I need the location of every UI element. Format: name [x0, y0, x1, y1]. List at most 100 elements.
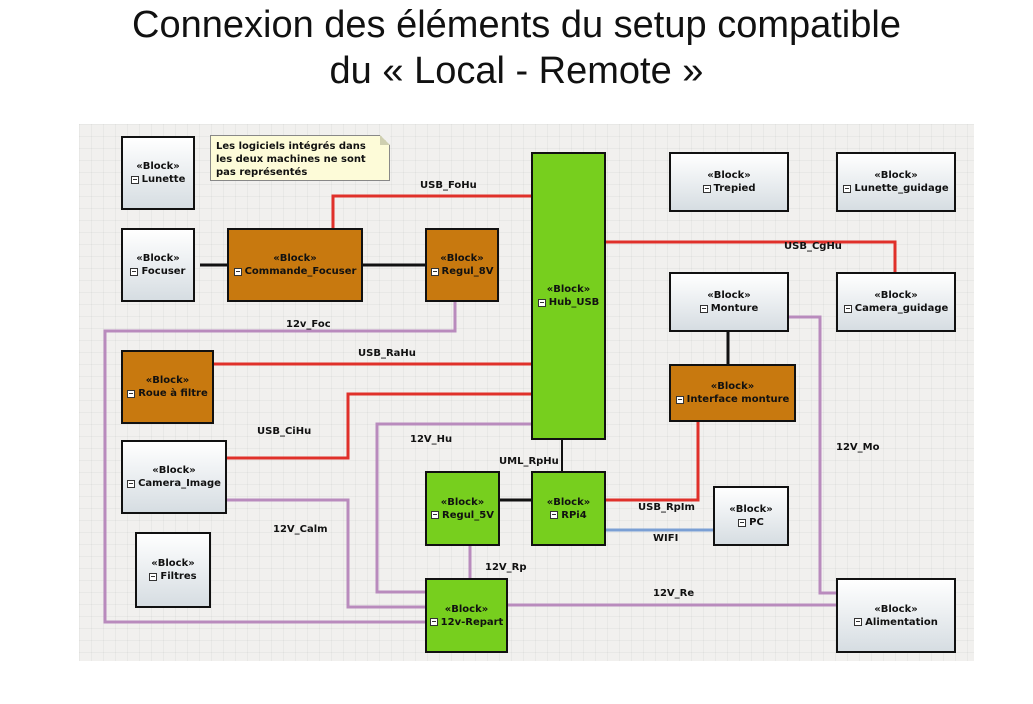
block-stereotype: «Block» — [710, 381, 755, 392]
wire-usb-fohu — [331, 194, 531, 228]
wire-12v-foc — [103, 302, 457, 624]
block-label: Focuser — [141, 266, 186, 277]
block-icon — [127, 389, 136, 398]
block-label: Camera_Image — [138, 478, 221, 489]
label-12v-hu: 12V_Hu — [410, 434, 453, 445]
block-label: Monture — [710, 303, 759, 314]
block-icon — [738, 518, 747, 527]
block-label: Interface monture — [686, 394, 790, 405]
note-text: Les logiciels intégrés dans les deux mac… — [216, 141, 366, 178]
block-label: 12v-Repart — [440, 616, 504, 628]
block-icon — [854, 618, 863, 626]
note-comment: Les logiciels intégrés dans les deux mac… — [210, 135, 390, 181]
block-icon — [429, 618, 438, 626]
label-usb-fohu: USB_FoHu — [420, 180, 477, 191]
block-interface-monture[interactable]: «Block» Interface monture — [669, 364, 796, 422]
block-camera-guidage[interactable]: «Block» Camera_guidage — [836, 272, 956, 332]
block-pc[interactable]: «Block» PC — [713, 486, 789, 546]
block-stereotype: «Block» — [136, 161, 180, 172]
block-stereotype: «Block» — [874, 290, 918, 301]
block-lunette-guidage[interactable]: «Block» Lunette_guidage — [836, 152, 956, 212]
label-usb-cghu: USB_CgHu — [784, 241, 842, 252]
block-label: Lunette_guidage — [854, 183, 949, 194]
connection-wires — [103, 194, 897, 624]
block-filtres[interactable]: «Block» Filtres — [135, 532, 211, 608]
block-stereotype: «Block» — [874, 603, 918, 615]
block-icon — [843, 304, 852, 313]
block-trepied[interactable]: «Block» Trepied — [669, 152, 789, 212]
block-camera-image[interactable]: «Block» Camera_Image — [121, 440, 227, 514]
block-icon — [537, 298, 546, 307]
block-stereotype: «Block» — [729, 504, 773, 515]
block-icon — [130, 267, 139, 276]
label-usb-rahu: USB_RaHu — [358, 348, 416, 359]
block-rpi4[interactable]: «Block» RPi4 — [531, 471, 606, 546]
block-icon — [699, 304, 708, 313]
block-regul-5v[interactable]: «Block» Regul_5V — [425, 471, 500, 546]
block-alimentation[interactable]: «Block» Alimentation — [836, 578, 956, 653]
block-stereotype: «Block» — [273, 253, 317, 264]
block-stereotype: «Block» — [546, 284, 591, 295]
label-12v-calm: 12V_Calm — [273, 524, 328, 535]
block-label: Hub_USB — [548, 297, 600, 308]
label-12v-foc: 12v_Foc — [286, 319, 331, 330]
block-icon — [843, 184, 852, 193]
block-label: PC — [749, 517, 764, 528]
wire-usb-cihu — [227, 392, 531, 460]
block-regul-8v[interactable]: «Block» Regul_8V — [425, 228, 499, 302]
title-line-1: Connexion des éléments du setup compatib… — [132, 4, 901, 46]
block-label: Trepied — [713, 183, 756, 194]
block-icon — [130, 175, 139, 184]
label-uml-rphu: UML_RpHu — [499, 456, 559, 467]
block-monture[interactable]: «Block» Monture — [669, 272, 789, 332]
block-label: Lunette — [141, 174, 186, 185]
wire-12v-hu — [375, 422, 531, 594]
block-stereotype: «Block» — [546, 496, 591, 508]
label-12v-mo: 12V_Mo — [836, 442, 880, 453]
block-icon — [127, 479, 136, 488]
block-icon — [675, 395, 684, 404]
block-icon — [233, 267, 242, 276]
block-roue-filtre[interactable]: «Block» Roue à filtre — [121, 350, 214, 424]
block-stereotype: «Block» — [874, 170, 918, 181]
block-icon — [702, 184, 711, 193]
block-commande-focuser[interactable]: «Block» Commande_Focuser — [227, 228, 363, 302]
block-focuser[interactable]: «Block» Focuser — [121, 228, 195, 302]
label-12v-rp: 12V_Rp — [485, 562, 527, 573]
block-label: Alimentation — [865, 616, 938, 628]
label-wifi: WIFI — [653, 533, 679, 544]
block-stereotype: «Block» — [145, 375, 190, 386]
block-stereotype: «Block» — [440, 253, 484, 264]
block-stereotype: «Block» — [151, 558, 195, 569]
wire-usb-cghu — [605, 240, 897, 272]
block-stereotype: «Block» — [136, 253, 180, 264]
page-title: Connexion des éléments du setup compatib… — [0, 2, 1033, 94]
block-stereotype: «Block» — [707, 170, 751, 181]
block-lunette[interactable]: «Block» Lunette — [121, 136, 195, 210]
block-label: Commande_Focuser — [244, 266, 357, 277]
wire-usb-rpim — [605, 422, 700, 502]
block-label: Regul_8V — [441, 266, 494, 277]
block-label: Roue à filtre — [138, 388, 208, 399]
block-label: Filtres — [160, 571, 197, 582]
diagram-canvas: Les logiciels intégrés dans les deux mac… — [79, 124, 974, 661]
block-12v-repart[interactable]: «Block» 12v-Repart — [425, 578, 508, 653]
label-12v-re: 12V_Re — [653, 588, 695, 599]
block-stereotype: «Block» — [707, 290, 751, 301]
block-icon — [430, 267, 439, 276]
block-label: Regul_5V — [442, 509, 494, 521]
block-label: RPi4 — [561, 509, 587, 521]
title-line-2: du « Local - Remote » — [329, 50, 704, 92]
block-icon — [149, 572, 158, 581]
block-icon — [550, 511, 559, 519]
label-usb-cihu: USB_CiHu — [257, 426, 312, 437]
block-label: Camera_guidage — [854, 303, 949, 314]
block-stereotype: «Block» — [152, 465, 196, 476]
block-hub-usb[interactable]: «Block» Hub_USB — [531, 152, 606, 440]
label-usb-rpim: USB_RpIm — [638, 502, 695, 513]
block-stereotype: «Block» — [440, 496, 485, 508]
wire-12v-mo — [789, 315, 836, 595]
block-stereotype: «Block» — [444, 603, 489, 615]
wire-12v-calm — [227, 498, 425, 609]
block-icon — [431, 511, 440, 519]
